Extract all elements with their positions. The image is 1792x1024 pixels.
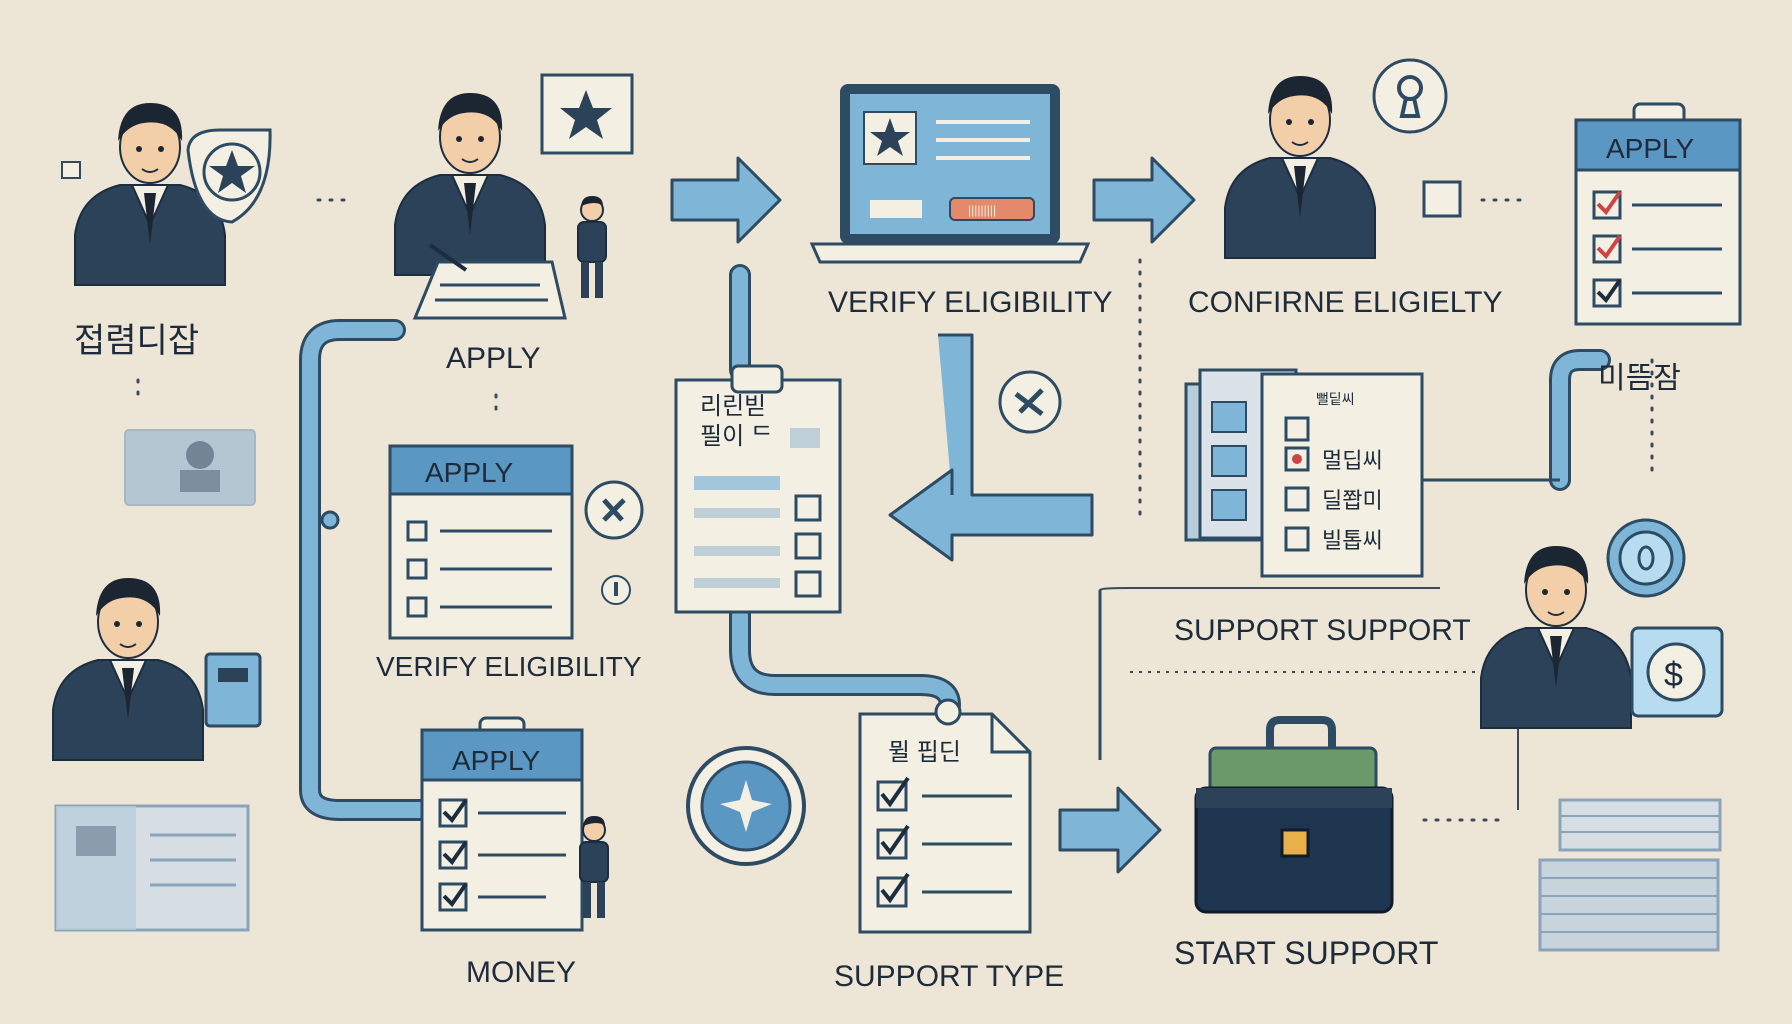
label-right-korean: 미뜸잠: [1598, 362, 1681, 395]
arrow-right-1: [670, 156, 782, 244]
checklist-item-3: 빌톱씨: [1322, 528, 1383, 553]
person-small-bottom: [579, 815, 609, 919]
svg-text:$: $: [1664, 656, 1683, 694]
key-hole-icon: [1372, 58, 1448, 134]
coin-icon: [1606, 518, 1686, 598]
document-left-bottom: [54, 804, 250, 932]
connector-pipes: [299, 264, 1611, 821]
person-apply-signing: [394, 92, 546, 276]
label-start-support: START SUPPORT: [1174, 935, 1438, 971]
label-support-type: SUPPORT TYPE: [834, 960, 1064, 993]
key-icon-mid: [584, 480, 644, 605]
laptop-button: |||||||||: [968, 203, 996, 217]
person-small-standing: [577, 195, 607, 299]
apply-form-bottom: APPLY: [420, 716, 584, 932]
star-circle-bottom: [686, 746, 806, 866]
id-card-held: [204, 652, 262, 728]
star-frame-top: [540, 73, 634, 155]
label-verify-top: VERIFY ELIGIBILITY: [828, 286, 1113, 319]
checklist-item-2: 딜쫩미: [1322, 488, 1383, 513]
apply-form-bottom-title: APPLY: [452, 745, 541, 776]
dollar-icon: $: [1630, 626, 1724, 718]
clipboard-mid-title-1: 리린빋: [700, 393, 766, 420]
person-right: [1480, 545, 1632, 729]
arrow-left-bend: [888, 333, 1094, 562]
checklist-item-1: 멀딥씨: [1322, 448, 1383, 473]
small-frame-icon: [1422, 180, 1462, 218]
label-money: MONEY: [466, 956, 576, 989]
id-card-blurred: [124, 429, 256, 506]
apply-form-right: APPLY: [1574, 102, 1742, 326]
apply-form-mid: APPLY: [388, 444, 574, 640]
star-icon: [209, 150, 255, 193]
laptop: |||||||||: [809, 84, 1091, 264]
cash-stack-icon: [1538, 798, 1722, 952]
arrow-right-2: [1092, 156, 1196, 244]
apply-form-right-title: APPLY: [1606, 133, 1695, 164]
signing-paper: [412, 243, 567, 320]
star-badge-left: [186, 128, 272, 224]
flow-arrows: [670, 156, 1196, 874]
person-confirm: [1224, 75, 1376, 259]
clipboard-mid: 리린빋 필이 ᄃ: [674, 364, 842, 614]
star-icon: [870, 118, 910, 156]
star-icon: [560, 90, 612, 139]
checklist-docs: 뻘딭씨 멀딥씨 딜쫩미 빌톱씨: [1184, 368, 1424, 578]
arrow-right-3: [1058, 786, 1162, 874]
note-icon-small: [61, 161, 81, 179]
support-type-form: 뮐 핍딘: [858, 698, 1032, 934]
key-icon-center: [998, 370, 1062, 434]
label-support-support: SUPPORT SUPPORT: [1174, 614, 1471, 647]
label-left-korean: 접렴디잡: [74, 322, 199, 360]
apply-form-mid-title: APPLY: [425, 457, 514, 488]
check-icon: [442, 840, 468, 866]
support-type-form-title: 뮐 핍딘: [888, 739, 961, 766]
checklist-title: 뻘딭씨: [1316, 391, 1355, 407]
clipboard-mid-title-2: 필이 ᄃ: [700, 423, 773, 450]
label-confirm-top: CONFIRNE ELIGIELTY: [1188, 286, 1503, 319]
briefcase-icon: [1194, 716, 1394, 914]
person-left-mid: [52, 577, 204, 761]
label-apply-top: APPLY: [446, 342, 541, 375]
label-verify-mid: VERIFY ELIGIBILITY: [376, 651, 642, 682]
